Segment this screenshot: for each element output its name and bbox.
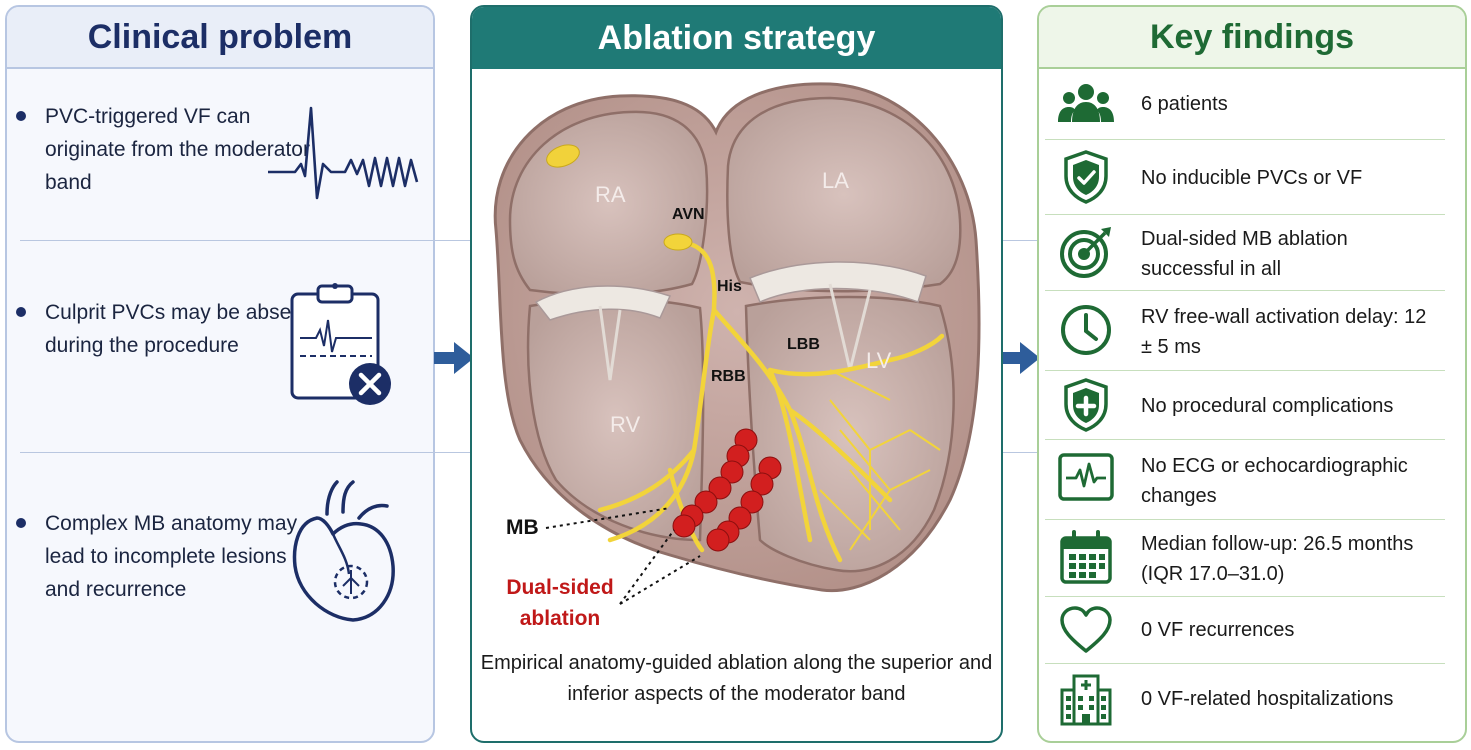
clinical-item-1-text: PVC-triggered VF can originate from the … [45,105,310,194]
ablation-lesions [672,428,782,552]
left-ventricle-chamber [744,295,955,573]
label-mb: MB [506,516,539,539]
bullet-icon [16,111,26,121]
finding-item: No procedural complications [1041,371,1445,439]
finding-item: 0 VF-related hospitalizations [1041,664,1445,736]
calendar-icon [1060,530,1112,584]
label-lbb: LBB [787,336,820,353]
label-rv: RV [610,412,641,437]
finding-text: No procedural complications [1141,395,1394,417]
finding-item: No ECG or echocardiographic changes [1041,440,1445,519]
finding-text: No ECG or echocardiographic changes [1141,455,1408,507]
shield-check-icon [1064,150,1108,204]
arrow-right-icon [434,342,474,374]
finding-separator [1045,439,1445,440]
finding-text: Dual-sided MB ablation successful in all [1141,228,1348,280]
label-rbb: RBB [711,368,746,385]
clinical-problem-title: Clinical problem [7,7,433,69]
finding-separator [1045,370,1445,371]
finding-item: 0 VF recurrences [1041,597,1445,663]
bullet-icon [16,518,26,528]
key-findings-panel: Key findings [1037,5,1467,743]
label-avn: AVN [672,206,705,223]
finding-text: Median follow-up: 26.5 months (IQR 17.0–… [1141,533,1414,585]
finding-separator [1045,519,1445,520]
clock-icon [1061,305,1111,355]
label-his: His [717,278,742,295]
ablation-caption: Empirical anatomy-guided ablation along … [480,652,993,705]
finding-text: No inducible PVCs or VF [1141,167,1363,189]
label-lv: LV [866,348,892,373]
ablation-strategy-title: Ablation strategy [472,7,1001,69]
ecg-vf-icon [268,106,419,200]
finding-item: RV free-wall activation delay: 12 ± 5 ms [1041,291,1445,370]
clipboard-x-icon [290,283,391,405]
label-la: LA [822,168,849,193]
finding-separator [1045,214,1445,215]
finding-separator [1045,663,1445,664]
label-dual-sided-ablation: Dual-sided ablation [506,576,614,630]
bullet-icon [16,307,26,317]
finding-text: RV free-wall activation delay: 12 ± 5 ms [1141,306,1427,358]
ecg-monitor-icon [1058,453,1114,501]
tricuspid-valve [534,285,672,321]
conduction-system [597,239,945,563]
sinus-node-icon [546,144,580,168]
arrow-right-icon [1000,342,1040,374]
finding-text: 0 VF-related hospitalizations [1141,688,1394,710]
label-ra: RA [595,182,626,207]
finding-separator [1045,139,1445,140]
label-pointers [545,507,701,605]
target-icon [1060,227,1111,278]
left-atrium-chamber [726,96,962,293]
av-node-icon [663,233,693,251]
finding-separator [1045,290,1445,291]
heart-cross-section-illustration [493,82,981,605]
finding-item: No inducible PVCs or VF [1041,140,1445,214]
patients-icon [1058,84,1114,122]
clinical-item-2: Culprit PVCs may be absent during the pr… [16,296,318,362]
mitral-valve [749,261,927,304]
finding-separator [1045,596,1445,597]
finding-item: 6 patients [1041,72,1445,138]
heart-icon [1060,606,1112,653]
heart-outline-icon [292,480,395,622]
key-findings-title: Key findings [1039,7,1465,69]
finding-item: Dual-sided MB ablation successful in all [1041,215,1445,290]
clinical-item-1: PVC-triggered VF can originate from the … [16,100,318,199]
shield-plus-icon [1064,378,1108,432]
hospital-icon [1060,674,1112,726]
clinical-item-2-text: Culprit PVCs may be absent during the pr… [45,301,309,357]
clinical-item-3: Complex MB anatomy may lead to incomplet… [16,507,318,606]
finding-text: 6 patients [1141,93,1228,115]
clinical-item-3-text: Complex MB anatomy may lead to incomplet… [45,512,298,601]
finding-item: Median follow-up: 26.5 months (IQR 17.0–… [1041,520,1445,596]
finding-text: 0 VF recurrences [1141,619,1295,641]
purkinje-network [819,369,941,551]
